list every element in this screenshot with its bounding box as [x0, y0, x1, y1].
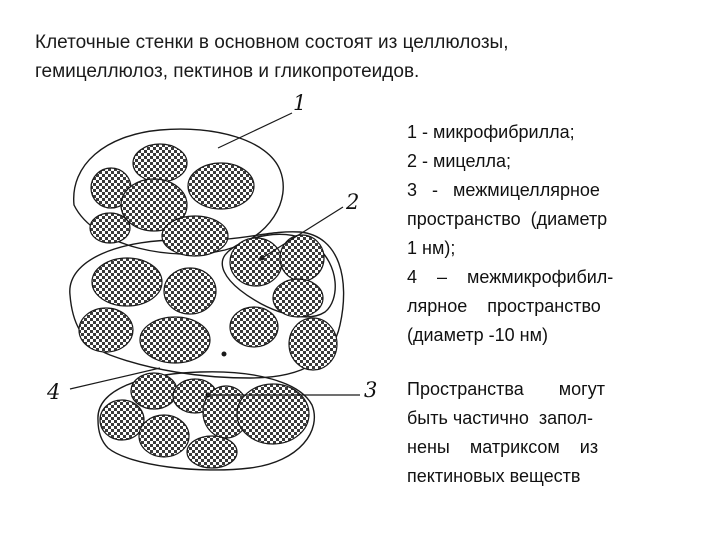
- micelle: [91, 257, 163, 307]
- micelle: [229, 237, 283, 287]
- leader-line-2: [261, 206, 344, 259]
- legend-line: 1 - микрофибрилла;: [407, 122, 575, 142]
- micelle: [272, 278, 324, 318]
- figure-label-1: 1: [293, 91, 306, 115]
- micelle: [186, 435, 238, 469]
- note-line: пектиновых веществ: [407, 466, 581, 486]
- legend-line: 3 - межмицеллярное: [407, 180, 600, 200]
- micelle: [187, 162, 255, 210]
- marker-dot: [259, 255, 265, 261]
- figure-label-2: 2: [345, 190, 359, 214]
- legend-line: (диаметр -10 нм): [407, 325, 548, 345]
- note-line: Пространства могут: [407, 379, 605, 399]
- title-line-1: Клеточные стенки в основном состоят из ц…: [35, 32, 509, 53]
- space-markers: [205, 255, 265, 398]
- legend-line: пространство (диаметр: [407, 209, 608, 229]
- note: Пространства могут быть частично запол- …: [407, 375, 677, 491]
- micelle: [99, 399, 145, 441]
- leader-line-4: [69, 367, 161, 390]
- micelle: [138, 414, 190, 458]
- micelle: [139, 316, 211, 364]
- micelle: [130, 372, 178, 410]
- slide-title: Клеточные стенки в основном состоят из ц…: [35, 28, 695, 86]
- micelle-outline: [221, 233, 336, 318]
- marker-dot: [205, 392, 211, 398]
- micelle: [120, 178, 188, 232]
- note-line: быть частично запол-: [407, 408, 594, 428]
- legend-line: лярное пространство: [407, 296, 601, 316]
- micelle: [89, 212, 131, 244]
- micelles: [78, 143, 338, 469]
- legend-line: 2 - мицелла;: [407, 151, 511, 171]
- micelle: [288, 317, 338, 371]
- legend-line: 1 нм);: [407, 238, 456, 258]
- figure-label-3: 3: [364, 378, 377, 402]
- title-line-2: гемицеллюлоз, пектинов и гликопротеидов.: [35, 61, 420, 82]
- micelle: [161, 215, 229, 257]
- microfibril-top: [73, 128, 284, 255]
- microfibril-bottom: [97, 371, 316, 471]
- figure-label-4: 4: [46, 380, 60, 404]
- legend-line: 4 – межмикрофибил-: [407, 267, 614, 287]
- note-line: нены матриксом из: [407, 437, 599, 457]
- leader-line-1: [217, 112, 293, 149]
- micelle: [163, 267, 217, 315]
- micelle: [236, 383, 310, 445]
- micelle: [229, 306, 279, 348]
- micelle: [78, 307, 134, 353]
- marker-dot: [221, 351, 227, 357]
- legend: 1 - микрофибрилла; 2 - мицелла; 3 - межм…: [407, 118, 677, 350]
- micelle: [132, 143, 188, 183]
- leader-lines: [69, 112, 360, 396]
